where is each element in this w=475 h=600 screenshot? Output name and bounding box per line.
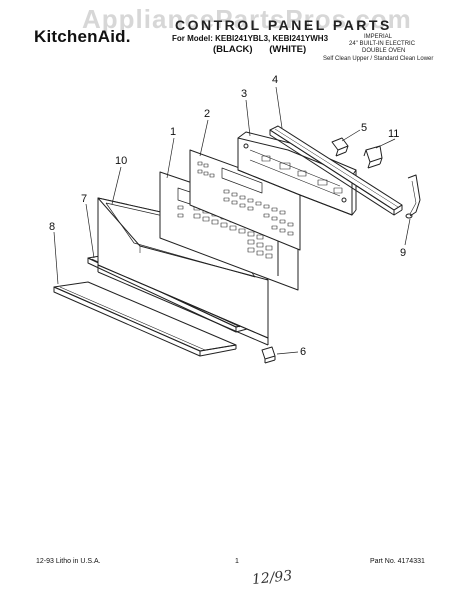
callout-1: 1 — [170, 126, 177, 138]
callout-11: 11 — [388, 128, 400, 140]
callout-3: 3 — [241, 88, 248, 100]
part-4-mounting-rail — [269, 125, 403, 216]
callout-6: 6 — [300, 346, 307, 358]
callout-7: 7 — [81, 193, 88, 205]
callout-5: 5 — [361, 122, 368, 134]
spec-line-4: Self Clean Upper / Standard Clean Lower — [323, 56, 434, 62]
part-3-control-board — [237, 131, 357, 216]
callout-leaders — [53, 86, 411, 355]
part-11-bracket — [363, 145, 383, 169]
model-line: For Model: KEBI241YBL3, KEBI241YWH3 — [172, 34, 329, 43]
part-9-harness — [405, 174, 421, 219]
part-5-clip — [331, 137, 349, 157]
callout-2: 2 — [204, 108, 211, 120]
brand-logo: KitchenAid. — [34, 27, 131, 46]
watermark: AppliancePartsPros.com — [82, 4, 412, 34]
spec-line-1: IMPERIAL — [364, 34, 393, 40]
color-options: (BLACK) (WHITE) — [213, 44, 307, 55]
callout-4: 4 — [272, 74, 279, 86]
spec-line-2: 24" BUILT-IN ELECTRIC — [349, 41, 416, 47]
page-title: CONTROL PANEL PARTS — [175, 17, 392, 33]
part-6-clip — [261, 346, 276, 364]
part-8-trim-strip — [53, 281, 237, 357]
callout-9: 9 — [400, 247, 407, 259]
callout-10: 10 — [115, 155, 128, 167]
footer-part-number: Part No. 4174331 — [370, 558, 425, 565]
footer-page-number: 1 — [235, 558, 239, 565]
callout-8: 8 — [49, 221, 56, 233]
spec-line-3: DOUBLE OVEN — [362, 48, 406, 54]
footer-print-info: 12-93 Litho in U.S.A. — [36, 558, 101, 565]
